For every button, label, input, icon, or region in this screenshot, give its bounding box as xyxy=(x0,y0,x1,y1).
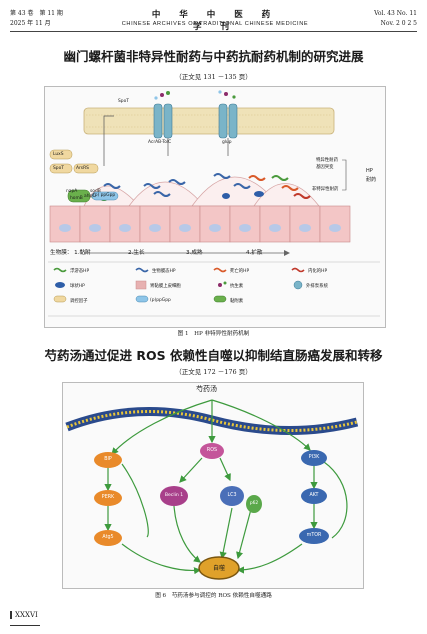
node-shaoyao: 芍药汤 xyxy=(196,385,217,393)
legend-epithelial: 胃黏膜上皮细胞 xyxy=(150,284,181,289)
date-label-en: Nov. 2 0 2 5 xyxy=(380,20,417,27)
legend-biofilm-hp: 生物膜态HP xyxy=(152,269,176,274)
legend-coccoid-hp: 球状HP xyxy=(70,284,85,289)
article1-title: 幽门螺杆菌非特异性耐药与中药抗耐药机制的研究进展 xyxy=(63,49,364,64)
legend-regulator: 调控因子 xyxy=(70,299,88,304)
figure6-diagram xyxy=(65,399,359,580)
legend-ppgpp: (p)ppGpp xyxy=(150,298,171,303)
node-autophagy: 自噬 xyxy=(212,565,225,572)
node-beclin1: Beclin 1 xyxy=(164,493,184,498)
footer-rule xyxy=(10,625,40,626)
stage-2: 2.生长 xyxy=(128,250,145,256)
label-mutation-2: 基因突变 xyxy=(316,165,334,170)
article2-title: 芍药汤通过促进 ROS 依赖性自噬以抑制结直肠癌发展和转移 xyxy=(44,348,383,363)
legend-antibiotic: 抗生素 xyxy=(230,284,244,289)
volume-label: Vol. 43 No. 11 xyxy=(374,10,417,17)
legend-planktonic: 浮游态HP xyxy=(70,269,90,274)
node-ros: ROS xyxy=(206,448,218,453)
node-akt: AKT xyxy=(309,493,319,498)
article1-ref: （正文见 131 －135 页） xyxy=(175,73,252,81)
stage-1: 1.黏附 xyxy=(74,250,91,256)
efflux-pump-acrab xyxy=(153,103,173,139)
label-spot: SpoT xyxy=(118,99,129,104)
label-spot-2: SpoT xyxy=(53,166,64,171)
label-hp-resistance-1: HP xyxy=(366,168,373,174)
label-luxs: LuxS xyxy=(53,152,64,157)
issue-label: 第 43 卷 第 11 期 xyxy=(10,10,63,17)
regulator-pills xyxy=(49,149,119,203)
label-napa: napA xyxy=(66,189,78,194)
legend-dead-hp: 死亡的HP xyxy=(230,269,250,274)
figure1-diagram xyxy=(48,90,380,317)
stage-4: 4.扩散 xyxy=(246,250,263,256)
label-sodb: sodB xyxy=(90,189,101,194)
page-number: XXXVI xyxy=(10,611,38,619)
node-pi3k: PI3K xyxy=(308,455,320,460)
label-acrab-tolc: AcrAB-TolC xyxy=(148,140,172,145)
pathway-arrows xyxy=(104,399,348,575)
figure1-caption: 图 1 HP 非特异性耐药机制 xyxy=(177,331,250,337)
header-rule xyxy=(10,31,417,32)
node-lc3: LC3 xyxy=(227,493,237,498)
label-glup: glup xyxy=(222,140,232,145)
label-hp-resistance-2: 耐药 xyxy=(366,177,377,183)
label-ppgpp: (p) ppGpp xyxy=(93,193,116,198)
bacterial-membrane xyxy=(83,107,335,135)
legend-efflux: 外排泵系统 xyxy=(306,284,328,289)
legend-internalized-hp: 内化的HP xyxy=(308,269,328,274)
stage-3: 3.成熟 xyxy=(186,250,203,256)
efflux-pump-glup xyxy=(218,103,238,139)
label-mutation-1: 特异性耐药 xyxy=(316,158,338,163)
legend-adhesin: 黏附素 xyxy=(230,299,244,304)
node-bip: BIP xyxy=(104,457,112,462)
label-ahpc: ahpC xyxy=(84,194,96,199)
pathway-nodes xyxy=(94,443,329,580)
biofilm-domes xyxy=(83,176,320,207)
label-arsrs: ArsRS xyxy=(76,166,89,171)
label-nonspecific: 非特异性耐药 xyxy=(312,187,339,192)
node-perk: PERK xyxy=(101,495,115,500)
antibiotic-dots xyxy=(154,90,236,100)
legend-glyphs xyxy=(53,267,305,303)
date-label: 2025 年 11 月 xyxy=(10,20,51,27)
label-homb: homB xyxy=(70,196,83,201)
node-mtor: mTOR xyxy=(306,533,322,538)
node-atg5: Atg5 xyxy=(102,535,114,540)
epithelial-cells xyxy=(49,205,351,243)
stage-prefix: 生物膜： xyxy=(50,250,73,256)
figure6-caption: 图 6 芍药汤参与调控的 ROS 依赖性自噬通路 xyxy=(155,593,272,599)
biofilm-stages: 生物膜： 1.黏附 2.生长 3.成熟 4.扩散 xyxy=(50,248,300,256)
article2-ref: （正文见 172 －176 页） xyxy=(175,368,252,376)
node-p62: p62 xyxy=(249,501,259,506)
journal-title-en: CHINESE ARCHIVES OF TRADITIONAL CHINESE … xyxy=(121,21,309,27)
journal-title-cn: 中 华 中 医 药 学 刊 xyxy=(151,10,279,32)
